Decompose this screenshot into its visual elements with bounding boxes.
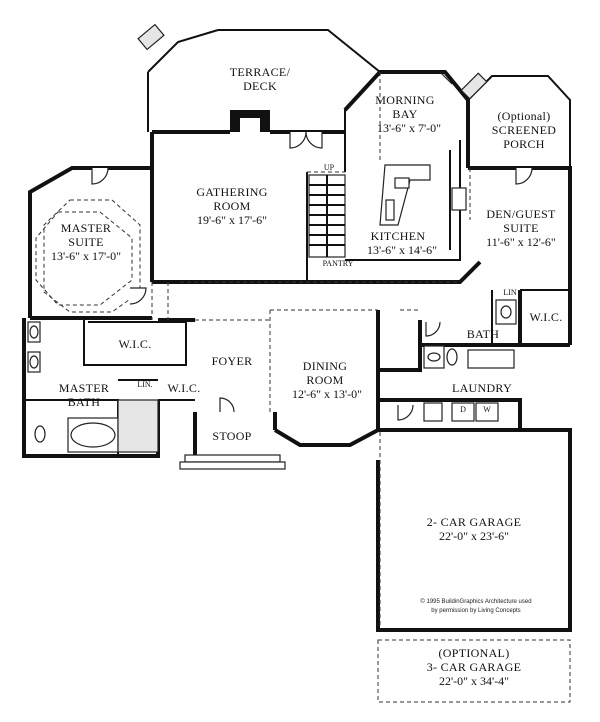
terrace-label-2: DECK (243, 79, 277, 93)
dining-name: DINING (303, 359, 347, 373)
wic-master-label: W.I.C. (118, 337, 151, 351)
bath-fixtures (423, 299, 517, 369)
kitchen-dims: 13'-6" x 14'-6" (367, 243, 437, 257)
gathering-name2: ROOM (213, 199, 250, 213)
porch-step (460, 72, 488, 100)
stoop-steps (179, 397, 286, 470)
garage3-label-2: 3- CAR GARAGE (427, 660, 522, 674)
morning-bay-walls (343, 70, 470, 140)
gathering-doors (289, 131, 323, 149)
laundry-fixtures (423, 402, 499, 422)
master-bath-name2: BATH (68, 395, 101, 409)
lin-den-label: LIN (503, 288, 517, 297)
dashed-lines (35, 72, 571, 703)
lin-master-label: LIN. (137, 380, 152, 389)
fireplace (230, 110, 270, 132)
porch-label-2: SCREENED (492, 123, 556, 137)
copyright-line-1: © 1995 BuildinGraphics Architecture used (420, 598, 531, 605)
den-name: DEN/GUEST (486, 207, 556, 221)
wic-den-label: W.I.C. (529, 310, 562, 324)
stairs (308, 174, 346, 258)
gathering-name: GATHERING (196, 185, 267, 199)
kitchen-fixtures (345, 140, 467, 261)
bath-label: BATH (467, 327, 500, 341)
den-dims: 11'-6" x 12'-6" (486, 235, 556, 249)
garage3-label-1: (OPTIONAL) (439, 646, 510, 660)
terrace-label-1: TERRACE/ (230, 65, 291, 79)
morning-bay-dims: 13'-6" x 7'-0" (377, 121, 441, 135)
master-bath-fixtures (27, 321, 159, 453)
garage3-dims: 22'-0" x 34'-4" (439, 674, 509, 688)
stoop-label: STOOP (212, 429, 251, 443)
doors (91, 71, 533, 421)
porch-label-3: PORCH (503, 137, 545, 151)
stair-up-label: UP (324, 163, 335, 172)
screened-porch-outline (460, 72, 571, 168)
dining-dims: 12'-6" x 13'-0" (292, 387, 362, 401)
kitchen-name: KITCHEN (371, 229, 426, 243)
gathering-dims: 19'-6" x 17'-6" (197, 213, 267, 227)
garage2-dims: 22'-0" x 23'-6" (439, 529, 509, 543)
laundry-label: LAUNDRY (452, 381, 512, 395)
foyer-label: FOYER (212, 354, 253, 368)
dining-name2: ROOM (306, 373, 343, 387)
copyright-line-2: by permission by Living Concepts (431, 608, 520, 614)
master-suite-dims: 13'-6" x 17'-0" (51, 249, 121, 263)
wic-foyer-label: W.I.C. (167, 381, 200, 395)
garage2-name: 2- CAR GARAGE (427, 515, 522, 529)
dryer-label: D (460, 405, 466, 414)
main-walls (22, 130, 572, 632)
pantry-label: PANTRY (323, 259, 354, 268)
morning-bay-name: MORNING (375, 93, 434, 107)
terrace-chimney-left (137, 23, 165, 51)
porch-label-1: (Optional) (498, 109, 551, 123)
room-labels: TERRACE/ DECK MORNING BAY 13'-6" x 7'-0"… (51, 65, 562, 688)
master-suite-name2: SUITE (68, 235, 104, 249)
master-suite-name: MASTER (61, 221, 111, 235)
morning-bay-name2: BAY (392, 107, 417, 121)
washer-label: W (483, 405, 491, 414)
den-name2: SUITE (503, 221, 539, 235)
master-bath-name: MASTER (59, 381, 109, 395)
